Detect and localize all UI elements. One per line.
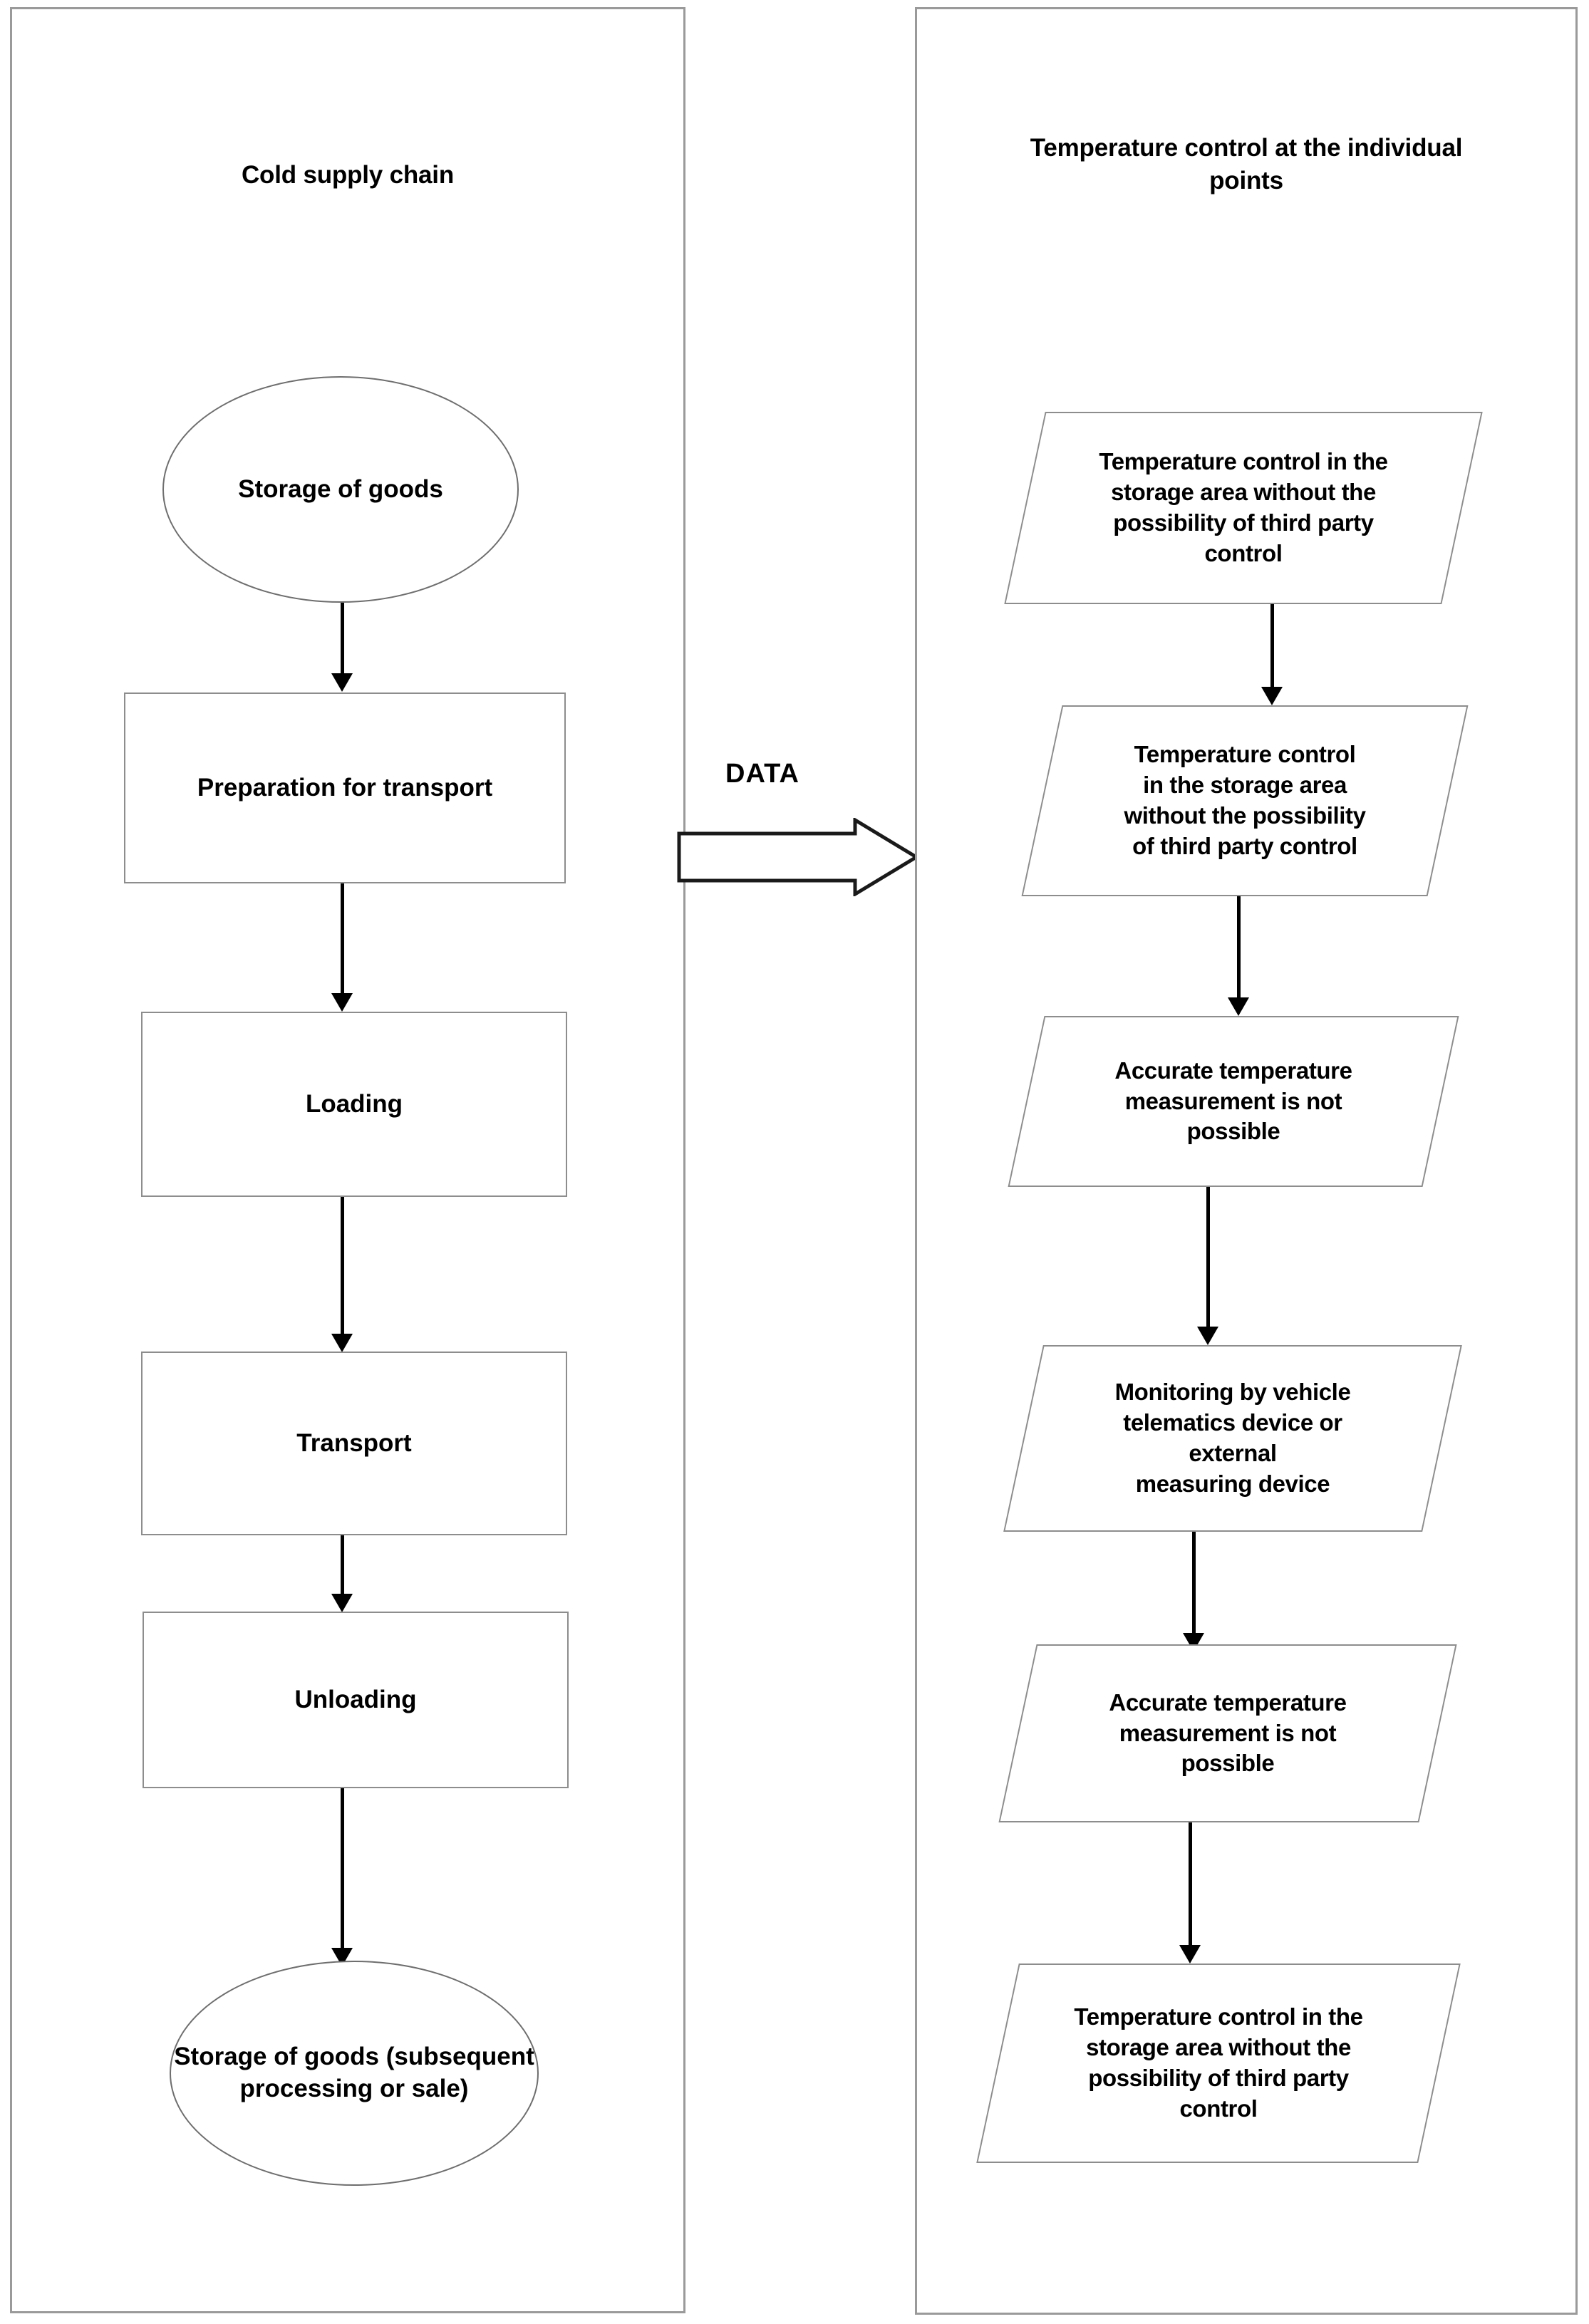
node-label: Storage of goods (subsequent processing … <box>174 2043 534 2102</box>
data-block-arrow-icon <box>677 818 919 896</box>
node-label: Temperature control in the storage area … <box>1099 448 1388 566</box>
node-storage-of-goods-final[interactable]: Storage of goods (subsequent processing … <box>170 1961 539 2186</box>
node-label: Transport <box>296 1428 412 1457</box>
node-preparation-for-transport[interactable]: Preparation for transport <box>124 692 566 883</box>
arrow-transport-to-unloading <box>331 1535 353 1612</box>
node-transport[interactable]: Transport <box>141 1352 567 1535</box>
arrow-right-1-to-2 <box>1261 604 1283 705</box>
node-storage-of-goods[interactable]: Storage of goods <box>162 376 519 603</box>
right-panel-title: Temperature control at the individual po… <box>1030 134 1463 194</box>
node-label: Accurate temperature measurement is not … <box>1109 1688 1347 1777</box>
node-label: Temperature control in the storage area … <box>1074 2003 1363 2122</box>
arrow-preparation-to-loading <box>331 883 353 1012</box>
arrow-right-2-to-3 <box>1228 896 1249 1016</box>
data-connector-label: DATA <box>725 759 799 789</box>
node-temp-control-storage-3[interactable]: Temperature control in the storage area … <box>976 1964 1461 2163</box>
arrow-unloading-to-final-storage <box>331 1788 353 1966</box>
node-label: Preparation for transport <box>197 773 493 802</box>
node-label: Temperature control in the storage area … <box>1124 741 1366 859</box>
node-loading[interactable]: Loading <box>141 1012 567 1197</box>
arrow-right-5-to-6 <box>1179 1822 1201 1964</box>
node-unloading[interactable]: Unloading <box>143 1612 569 1788</box>
node-label: Loading <box>305 1089 403 1118</box>
node-accurate-measurement-1[interactable]: Accurate temperature measurement is not … <box>1008 1016 1459 1187</box>
node-temp-control-storage-1[interactable]: Temperature control in the storage area … <box>1004 412 1483 604</box>
arrow-right-3-to-4 <box>1197 1187 1218 1345</box>
left-panel-title: Cold supply chain <box>241 161 454 189</box>
node-accurate-measurement-2[interactable]: Accurate temperature measurement is not … <box>998 1644 1457 1822</box>
node-monitoring-telematics[interactable]: Monitoring by vehicle telematics device … <box>1003 1345 1462 1532</box>
arrow-storage-to-preparation <box>331 603 353 692</box>
arrow-loading-to-transport <box>331 1197 353 1352</box>
arrow-right-4-to-5 <box>1183 1532 1204 1651</box>
node-label: Accurate temperature measurement is not … <box>1114 1057 1352 1145</box>
node-label: Unloading <box>294 1685 417 1713</box>
node-label: Storage of goods <box>238 474 443 503</box>
node-temp-control-storage-2[interactable]: Temperature control in the storage area … <box>1021 705 1469 896</box>
node-label: Monitoring by vehicle telematics device … <box>1114 1379 1351 1497</box>
